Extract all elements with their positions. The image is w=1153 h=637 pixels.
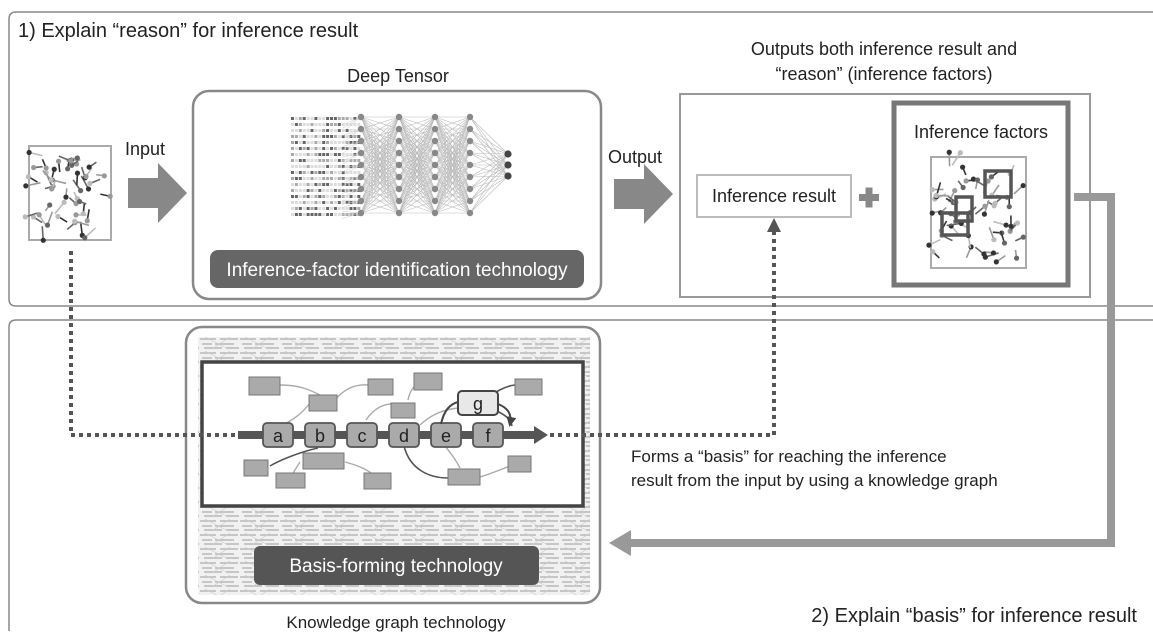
outputs-caption-line2: “reason” (inference factors)	[775, 64, 992, 84]
node-f: f	[472, 422, 504, 448]
knowledge-graph-side-nodes	[243, 372, 543, 490]
node-f-label: f	[485, 426, 491, 446]
node-g-label: g	[473, 394, 483, 414]
deep-tensor-title: Deep Tensor	[347, 66, 449, 86]
input-arrow	[128, 163, 187, 223]
section-1-title: 1) Explain “reason” for inference result	[18, 20, 359, 42]
inference-factors-box: Inference factors	[891, 100, 1071, 288]
node-d: d	[388, 422, 420, 448]
input-label: Input	[125, 139, 165, 159]
inference-factor-banner-label: Inference-factor identification technolo…	[226, 260, 568, 281]
section-2-title: 2) Explain “basis” for inference result	[811, 605, 1137, 627]
node-c: c	[346, 422, 378, 448]
input-graph-image	[22, 145, 113, 243]
output-arrow	[614, 164, 673, 224]
node-e-label: e	[441, 426, 451, 446]
inference-result-box: Inference result	[696, 174, 852, 218]
node-a: a	[262, 422, 294, 448]
plus-icon	[859, 187, 879, 208]
node-e: e	[430, 422, 462, 448]
node-a-label: a	[273, 426, 284, 446]
basis-description-line2: result from the input by using a knowled…	[631, 471, 998, 490]
outputs-caption-line1: Outputs both inference result and	[751, 39, 1017, 59]
node-d-label: d	[399, 426, 409, 446]
section-1-panel	[8, 11, 1153, 307]
node-c-label: c	[358, 426, 367, 446]
node-g: g	[457, 390, 499, 416]
return-arrowhead	[609, 530, 631, 556]
result-arrowhead	[767, 218, 781, 232]
inference-result-label: Inference result	[712, 186, 836, 206]
node-b: b	[304, 422, 336, 448]
return-arrow	[628, 193, 1115, 547]
basis-chain	[238, 426, 548, 444]
basis-to-result-dotted-line	[550, 228, 776, 437]
node-b-label: b	[315, 426, 325, 446]
basis-description-line1: Forms a “basis” for reaching the inferen…	[631, 447, 947, 466]
output-label: Output	[608, 147, 662, 167]
knowledge-graph-caption: Knowledge graph technology	[286, 613, 506, 632]
section-2-panel	[8, 319, 1153, 631]
inference-factor-banner: Inference-factor identification technolo…	[210, 250, 584, 288]
input-matrix-image	[291, 117, 361, 216]
basis-forming-banner: Basis-forming technology	[254, 546, 539, 585]
inference-factors-label: Inference factors	[914, 122, 1048, 142]
neural-network-image	[341, 113, 512, 219]
input-to-basis-dotted-line	[69, 251, 238, 437]
basis-forming-banner-label: Basis-forming technology	[289, 556, 503, 577]
